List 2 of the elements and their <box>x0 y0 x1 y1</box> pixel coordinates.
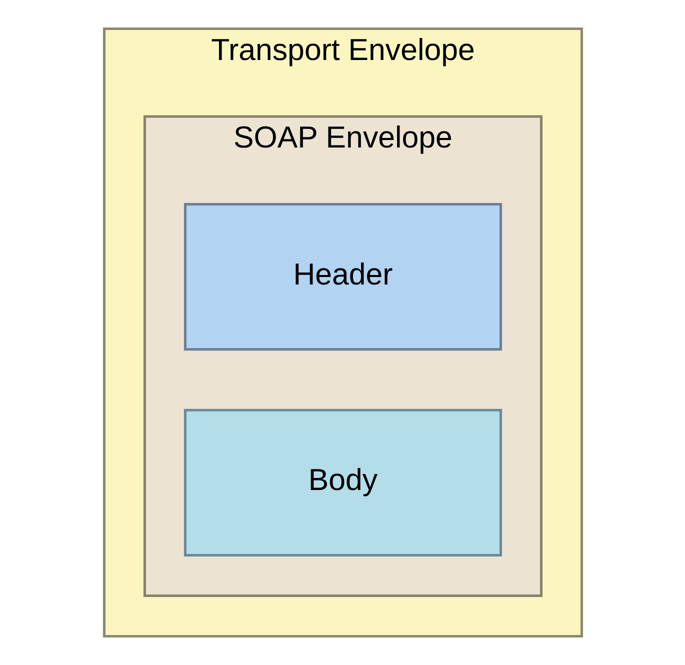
node-box: Body <box>183 408 502 556</box>
node-box: Header <box>183 203 502 351</box>
